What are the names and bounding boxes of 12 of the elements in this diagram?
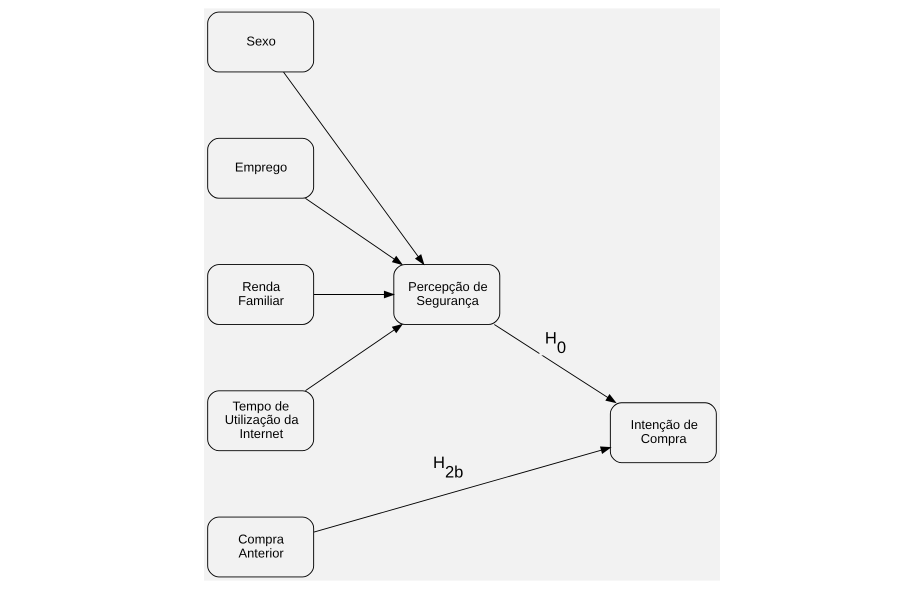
arrow [283, 72, 425, 266]
arrow [305, 198, 404, 266]
node-box: Sexo [207, 12, 314, 72]
node-box: Emprego [207, 138, 314, 199]
arrow [314, 446, 612, 532]
arrow [305, 324, 404, 392]
node-box: Percepção de Segurança [393, 264, 500, 325]
node-box: Intenção de Compra [610, 402, 717, 464]
arrow [313, 290, 395, 298]
node-box: Tempo de Utilização da Internet [207, 390, 314, 452]
node-box: Renda Familiar [207, 264, 314, 325]
node-box: Compra Anterior [207, 516, 314, 578]
